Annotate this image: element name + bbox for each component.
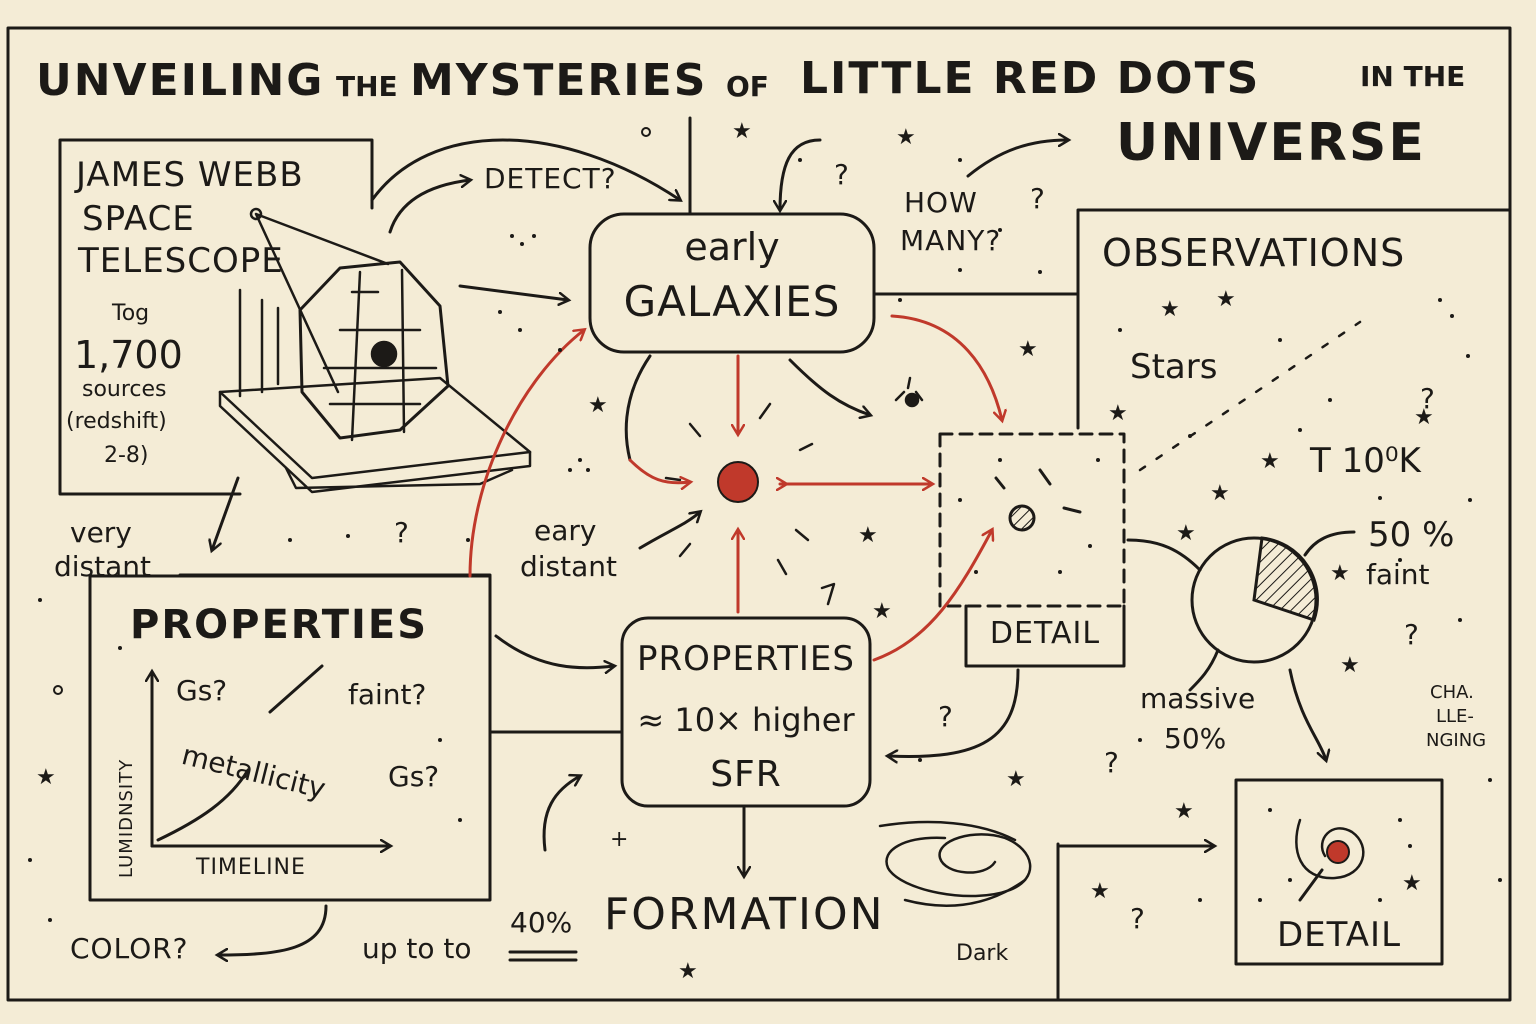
q-bottom1: ? — [1104, 746, 1119, 779]
properties-center-line2: ≈ 10× higher — [637, 701, 855, 739]
q-obs: ? — [1420, 382, 1435, 415]
svg-text:★: ★ — [1210, 481, 1230, 506]
q-center: ? — [938, 700, 953, 733]
early-galaxies-line1: early — [684, 225, 780, 269]
q-left: ? — [394, 516, 409, 549]
svg-text:★: ★ — [1018, 337, 1038, 362]
jwst-tog: Tog — [112, 301, 150, 326]
title-universe: UNIVERSE — [1116, 113, 1426, 173]
telescope-icon — [218, 207, 532, 494]
observations-title: OBSERVATIONS — [1102, 231, 1406, 275]
pie-faint: faint — [1366, 558, 1430, 591]
q-top: ? — [834, 158, 849, 191]
observations-panel — [1076, 208, 1512, 430]
label-eary-distant: distant — [520, 550, 618, 583]
x-axis-label: TIMELINE — [196, 855, 306, 880]
detail2-box — [1234, 778, 1444, 966]
jwst-box — [58, 138, 374, 496]
jwst-sources: sources — [82, 377, 167, 402]
title-the: THE — [336, 70, 398, 103]
pie-massive: massive — [1140, 682, 1256, 715]
svg-text:★: ★ — [1108, 401, 1128, 426]
jwst-line1: JAMES WEBB — [76, 155, 304, 195]
properties-gs2: Gs? — [388, 760, 440, 793]
spiral-galaxy-icon — [885, 833, 1032, 898]
svg-text:★: ★ — [732, 119, 752, 144]
label-distant: distant — [54, 550, 152, 583]
properties-center-title: PROPERTIES — [637, 639, 855, 679]
early-galaxies-line2: GALAXIES — [623, 277, 841, 326]
svg-text:★: ★ — [588, 393, 608, 418]
title-little-red-dots: LITTLE RED DOTS — [800, 53, 1261, 104]
svg-text:★: ★ — [896, 125, 916, 150]
pie-slice-faint — [1252, 536, 1319, 622]
early-galaxies-box — [588, 212, 876, 354]
label-dark: Dark — [956, 941, 1009, 966]
svg-text:★: ★ — [1176, 521, 1196, 546]
label-detect: DETECT? — [484, 162, 617, 195]
label-challenging-3: NGING — [1426, 730, 1487, 751]
label-up-to: up to to — [362, 932, 472, 965]
jwst-range: 2-8) — [104, 443, 149, 468]
dot-decorations — [28, 127, 1502, 922]
svg-text:★: ★ — [1330, 561, 1350, 586]
star-decorations: ★ ★ ★ ★ ★ ★ ★ ★ ★ ★ ★ ★ ★ ★ ★ ★ ★ ★ ★ ★ … — [36, 119, 1434, 984]
detail2-red-dot — [1326, 840, 1350, 864]
title-of: OF — [726, 70, 769, 103]
label-how: HOW — [904, 186, 978, 219]
svg-text:★: ★ — [1340, 653, 1360, 678]
label-very: very — [70, 516, 132, 549]
observations-stars: Stars — [1130, 347, 1218, 387]
jwst-count: 1,700 — [74, 333, 183, 377]
label-forty: 40% — [510, 906, 573, 939]
jwst-line2: SPACE — [82, 199, 195, 239]
label-challenging-2: LLE- — [1436, 706, 1474, 727]
jwst-line3: TELESCOPE — [78, 241, 284, 281]
properties-gs1: Gs? — [176, 674, 228, 707]
label-formation: FORMATION — [604, 889, 885, 940]
jwst-redshift: (redshift) — [66, 409, 167, 434]
properties-faint: faint? — [348, 678, 427, 711]
properties-center-box — [620, 616, 872, 808]
title-in-the: IN THE — [1360, 60, 1466, 93]
detail1-box — [938, 432, 1126, 608]
little-red-dot — [717, 461, 759, 503]
q-pie: ? — [1404, 618, 1419, 651]
svg-text:★: ★ — [1216, 287, 1236, 312]
svg-text:★: ★ — [872, 599, 892, 624]
svg-text:★: ★ — [1414, 405, 1434, 430]
detail2-spiral-icon — [1295, 818, 1365, 880]
properties-left-title: PROPERTIES — [130, 602, 429, 648]
q-bottom2: ? — [1130, 902, 1145, 935]
detail2-label: DETAIL — [1276, 915, 1402, 955]
label-eary: eary — [534, 514, 597, 547]
title-unveiling: UNVEILING — [36, 55, 325, 106]
svg-text:★: ★ — [1160, 297, 1180, 322]
label-many: MANY? — [900, 224, 1002, 257]
svg-text:★: ★ — [1090, 879, 1110, 904]
svg-text:★: ★ — [1006, 767, 1026, 792]
y-axis-label: LUMIDNSITY — [116, 758, 137, 878]
svg-text:★: ★ — [858, 523, 878, 548]
svg-text:★: ★ — [1260, 449, 1280, 474]
pie-massive-pct: 50% — [1164, 722, 1227, 755]
observations-temp: T 10⁰K — [1310, 441, 1421, 481]
svg-text:★: ★ — [36, 765, 56, 790]
svg-text:★: ★ — [1402, 871, 1422, 896]
detail1-label-frame — [964, 604, 1126, 668]
plus-mark: + — [610, 827, 629, 852]
svg-text:★: ★ — [678, 959, 698, 984]
title-mysteries: MYSTERIES — [410, 55, 708, 106]
outer-frame — [6, 26, 1512, 1002]
label-challenging-1: CHA. — [1430, 682, 1474, 703]
properties-center-line3: SFR — [710, 754, 782, 795]
label-color: COLOR? — [70, 932, 189, 965]
detail1-label: DETAIL — [989, 616, 1101, 651]
q-how-many: ? — [1030, 182, 1045, 215]
pie-fifty: 50 % — [1368, 515, 1455, 555]
svg-text:★: ★ — [1174, 799, 1194, 824]
